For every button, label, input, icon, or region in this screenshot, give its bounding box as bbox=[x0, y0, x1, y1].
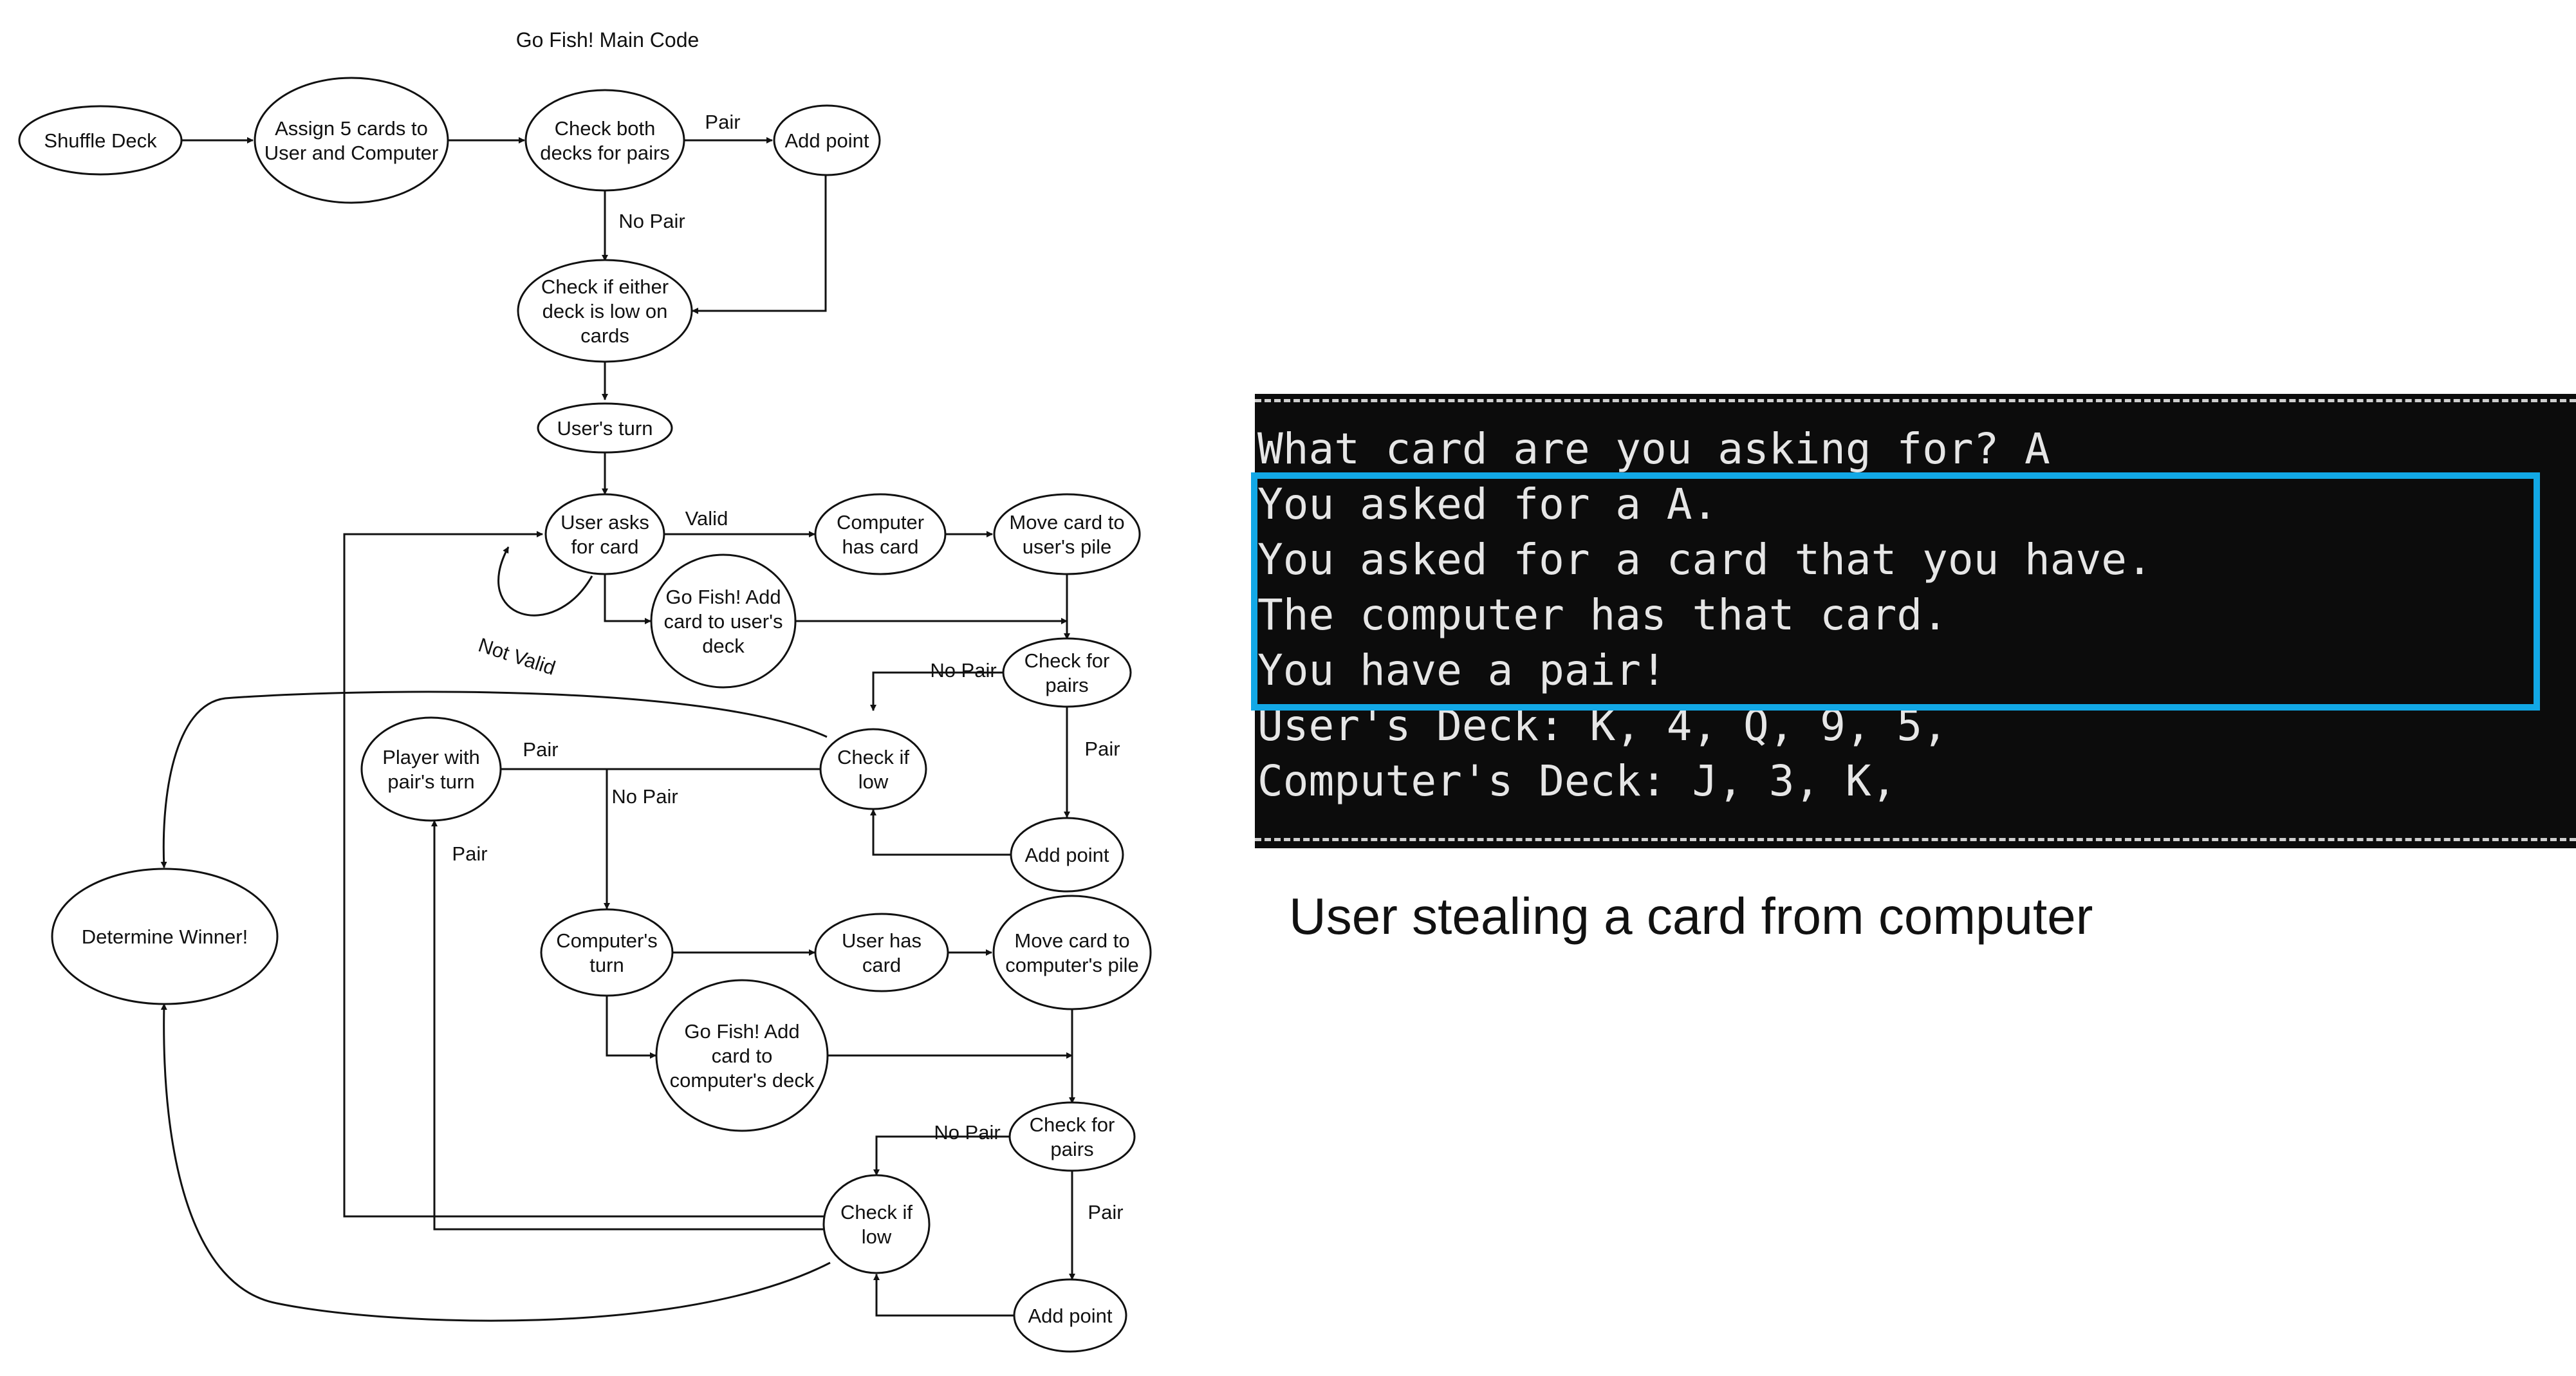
edge-label-pair-2: Pair bbox=[523, 738, 558, 761]
edge-check-low2-user-asks bbox=[343, 531, 824, 1218]
edge-label-pair-3: Pair bbox=[452, 842, 487, 865]
node-move-to-user-pile bbox=[993, 493, 1141, 575]
edge-add-point-check-low bbox=[692, 175, 827, 314]
node-label-shuffle: Shuffle Deck bbox=[44, 129, 157, 152]
node-check-low-2 bbox=[822, 1174, 931, 1274]
console-line-computer-deck: Computer's Deck: J, 3, K, bbox=[1257, 756, 1897, 806]
highlight-box bbox=[1251, 472, 2540, 711]
node-move-to-computer-pile bbox=[992, 895, 1152, 1010]
node-user-asks bbox=[544, 493, 665, 575]
node-go-fish-user bbox=[650, 553, 797, 689]
node-check-pairs-2 bbox=[1008, 1101, 1136, 1172]
node-label-add-point-1: Add point bbox=[785, 129, 869, 152]
node-check-both-decks bbox=[524, 89, 685, 192]
flowchart-nodes bbox=[18, 77, 1152, 1353]
node-go-fish-computer bbox=[655, 979, 829, 1132]
edge-add-point-check-low-1 bbox=[870, 809, 1010, 856]
edge-check-pairs2-check-low2 bbox=[873, 1135, 1010, 1176]
diagram-title: Go Fish! Main Code bbox=[516, 28, 700, 51]
edge-check-low2-pair-turn bbox=[431, 820, 824, 1231]
edge-label-pair-4: Pair bbox=[1084, 738, 1120, 760]
console-line-computer-has: The computer has that card. bbox=[1257, 590, 1948, 640]
edge-comp-turn-go-fish-comp bbox=[606, 996, 656, 1059]
node-add-point-3 bbox=[1013, 1278, 1127, 1353]
edge-label-pair-1: Pair bbox=[705, 111, 740, 133]
node-check-low-1 bbox=[819, 728, 927, 810]
console-line-prompt: What card are you asking for? A bbox=[1257, 424, 2050, 474]
node-label-users-turn: User's turn bbox=[557, 417, 653, 440]
edge-label-pair-5: Pair bbox=[1088, 1201, 1123, 1223]
node-label-add-point-2: Add point bbox=[1025, 844, 1109, 866]
edge-check-pairs-check-low bbox=[870, 671, 1004, 711]
node-check-low-cards bbox=[517, 259, 693, 363]
node-shuffle-deck bbox=[18, 105, 183, 176]
edge-user-asks-go-fish-user bbox=[604, 574, 651, 624]
edge-check-low2-determine bbox=[160, 1003, 831, 1322]
node-computers-turn bbox=[540, 908, 674, 997]
node-label-add-point-3: Add point bbox=[1028, 1305, 1113, 1327]
node-user-has-card bbox=[814, 913, 949, 992]
console-line-asked: You asked for a A. bbox=[1257, 479, 1718, 529]
node-add-point-1 bbox=[773, 104, 881, 176]
edge-label-no-pair-2: No Pair bbox=[930, 659, 996, 682]
edge-label-no-pair-1: No Pair bbox=[618, 210, 685, 232]
node-determine-winner bbox=[51, 868, 279, 1005]
console-line-have-card: You asked for a card that you have. bbox=[1257, 535, 2153, 584]
edge-check-low-determine bbox=[160, 691, 828, 868]
node-assign-cards bbox=[254, 77, 449, 204]
edge-label-no-pair-3: No Pair bbox=[611, 785, 678, 808]
edge-label-not-valid: Not Valid bbox=[476, 633, 558, 679]
edge-label-no-pair-4: No Pair bbox=[934, 1121, 1000, 1144]
console-line-pair: You have a pair! bbox=[1257, 646, 1667, 695]
console-top-divider bbox=[1255, 399, 2576, 402]
node-computer-has-card bbox=[814, 493, 947, 575]
edge-add-point3-check-low2 bbox=[873, 1274, 1015, 1317]
console-window: What card are you asking for? A You aske… bbox=[1255, 394, 2576, 848]
console-bottom-divider bbox=[1255, 838, 2576, 841]
caption: User stealing a card from computer bbox=[1289, 888, 2093, 945]
node-users-turn bbox=[537, 402, 673, 454]
node-check-pairs-1 bbox=[1002, 637, 1132, 708]
node-label-determine: Determine Winner! bbox=[82, 925, 248, 948]
edge-label-valid: Valid bbox=[685, 507, 728, 530]
edge-not-valid-loop bbox=[497, 546, 593, 617]
node-pair-turn bbox=[360, 716, 502, 822]
node-add-point-2 bbox=[1010, 817, 1124, 893]
